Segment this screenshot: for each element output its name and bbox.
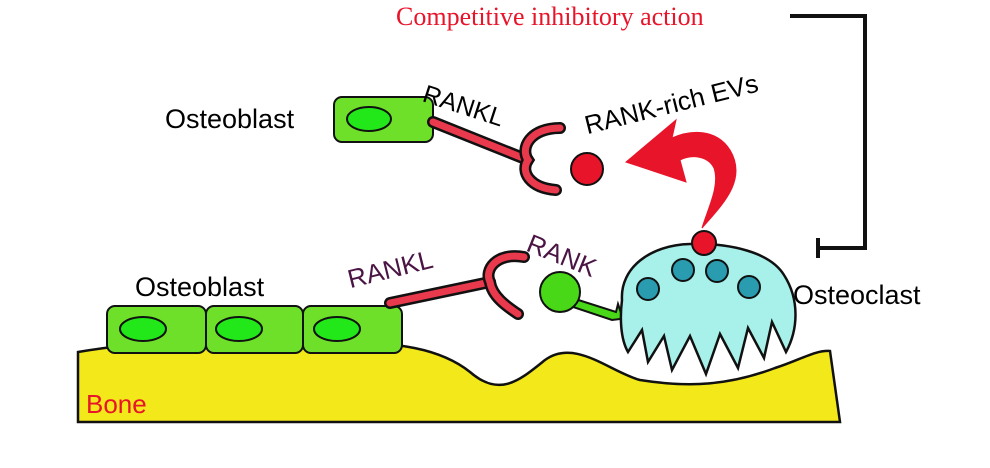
rankl-bottom-cup-fill <box>485 252 528 318</box>
rank-rich-ev <box>570 152 604 186</box>
osteoclast-ev <box>691 230 717 256</box>
rank-receptor-head <box>539 271 581 313</box>
osteoblast-bottom-cells <box>106 305 403 354</box>
rankl-top-stalk-fill <box>429 118 532 164</box>
bone-label: Bone <box>86 389 147 419</box>
inhibition-bracket-line <box>790 14 867 250</box>
osteoblast-bottom-label: Osteoblast <box>135 272 265 302</box>
title-label: Competitive inhibitory action <box>396 2 704 31</box>
osteoclast-nuclei <box>636 258 761 301</box>
rankl-top-cup-fill <box>521 124 564 194</box>
rankl-bottom-stalk-fill <box>386 278 494 307</box>
osteoblast-top-nucleus <box>346 106 392 132</box>
osteoclast-label: Osteoclast <box>793 280 921 310</box>
curved-red-arrow <box>624 118 737 229</box>
osteoblast-top-label: Osteoblast <box>165 104 295 134</box>
